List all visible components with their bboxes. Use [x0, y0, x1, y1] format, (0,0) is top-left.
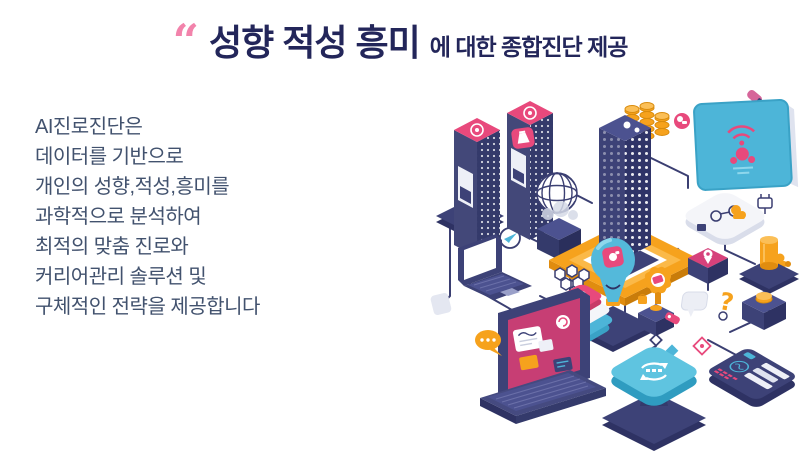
hexagon-molecule — [554, 264, 590, 291]
title-highlight: 성향 적성 흥미 — [209, 22, 421, 63]
router-device — [685, 193, 765, 245]
laptop-large — [480, 288, 606, 424]
slide-title: “ 성향 적성 흥미 에 대한 종합진단 제공 — [0, 14, 800, 66]
title-suffix: 에 대한 종합진단 제공 — [429, 34, 629, 60]
smart-monitor-wifi — [693, 98, 799, 191]
body-text-line: 개인의 성향,적성,흥미를 — [35, 176, 230, 198]
body-text-line: 커리어관리 솔루션 및 — [35, 266, 207, 288]
pink-diamond-node — [692, 336, 712, 356]
coin-cube — [742, 291, 786, 330]
laptop-small — [458, 234, 532, 300]
body-text-line: 최적의 맞춤 진로와 — [35, 236, 189, 258]
idea-pin-bulb — [573, 238, 653, 352]
svg-text:?: ? — [717, 287, 736, 317]
body-text-line: 데이터를 기반으로 — [35, 146, 184, 168]
city-building — [599, 115, 651, 258]
body-text-line: AI진로진단은 — [35, 116, 143, 138]
gear-on-cube — [638, 266, 674, 336]
pink-circle-icon — [674, 113, 690, 129]
location-pin-cube — [688, 248, 728, 284]
chat-bubble-orange — [475, 330, 502, 356]
speech-bubble — [680, 291, 709, 317]
quote-mark-icon: “ — [172, 14, 200, 68]
refresh-tile-pedestal — [602, 347, 706, 451]
pink-tag-icon — [664, 312, 680, 325]
server-towers — [454, 101, 553, 257]
question-mark-icon: ? — [717, 287, 736, 321]
body-text-line: 과학적으로 분석하여 — [35, 206, 202, 228]
body-text-line: 구체적인 전략을 제공합니다 — [35, 296, 260, 318]
gray-page-icon — [430, 292, 452, 316]
plug-icon — [757, 194, 773, 214]
pink-app-icon — [511, 127, 535, 149]
network-illustration: ? — [430, 90, 799, 451]
data-tablet-brain — [709, 349, 795, 407]
database-cylinder — [739, 236, 799, 294]
paper-plane-node — [499, 227, 521, 249]
